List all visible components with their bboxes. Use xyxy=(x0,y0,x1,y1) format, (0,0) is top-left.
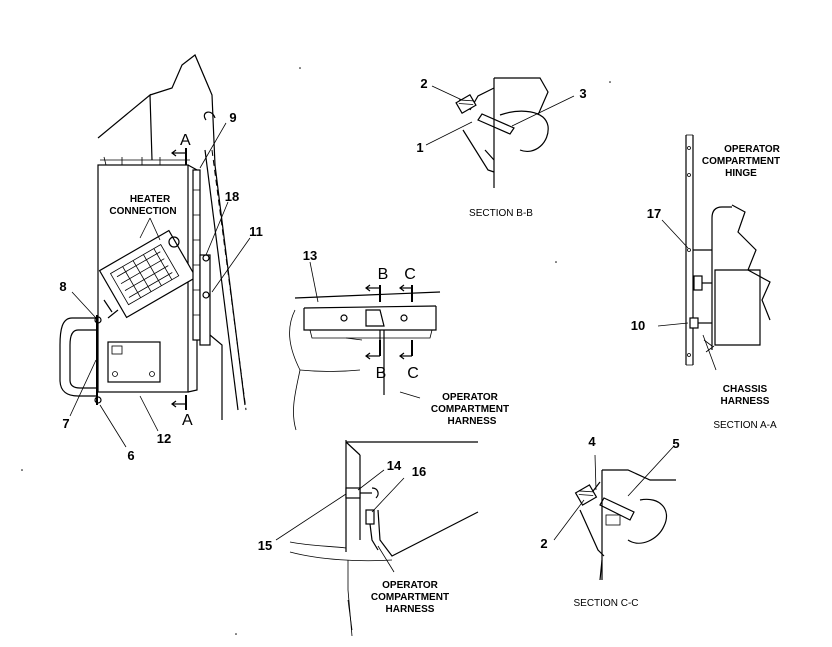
bracket-harness-label-1: OPERATOR xyxy=(442,392,499,403)
lower-harness-label-1: OPERATOR xyxy=(382,580,439,591)
section-a-bottom-marker: A xyxy=(182,412,193,429)
cut-c-bottom: C xyxy=(407,365,419,382)
callout-cc-5: 5 xyxy=(672,436,679,451)
callout-10: 10 xyxy=(631,318,645,333)
heater-connection-label-2: CONNECTION xyxy=(109,206,176,217)
bracket-view: 13 B C B C OPERATOR COMPARTMENT HARNESS xyxy=(289,248,509,431)
callout-8: 8 xyxy=(59,279,66,294)
callout-16: 16 xyxy=(412,464,426,479)
section-cc-title: SECTION C-C xyxy=(574,598,639,609)
callout-15: 15 xyxy=(258,538,272,553)
callout-bb-2: 2 xyxy=(420,76,427,91)
callout-17: 17 xyxy=(647,206,661,221)
section-aa-title: SECTION A-A xyxy=(713,420,777,431)
bracket-harness-label-2: COMPARTMENT xyxy=(431,404,509,415)
callout-12: 12 xyxy=(157,431,171,446)
callout-14: 14 xyxy=(387,458,402,473)
callout-6: 6 xyxy=(127,448,134,463)
callout-7: 7 xyxy=(62,416,69,431)
hinge-label-2: COMPARTMENT xyxy=(702,156,780,167)
chassis-label-1: CHASSIS xyxy=(723,384,768,395)
bracket-harness-label-3: HARNESS xyxy=(448,416,497,427)
callout-bb-3: 3 xyxy=(579,86,586,101)
cut-b-bottom: B xyxy=(376,365,387,382)
callout-cc-4: 4 xyxy=(588,434,596,449)
section-a-top-marker: A xyxy=(180,132,191,149)
section-bb-view: 2 3 1 SECTION B-B xyxy=(416,76,586,219)
hinge-label-3: HINGE xyxy=(725,168,757,179)
lower-harness-label-3: HARNESS xyxy=(386,604,435,615)
scan-specks xyxy=(21,67,611,635)
section-aa-view: OPERATOR COMPARTMENT HINGE 17 10 CHASSIS… xyxy=(631,134,781,431)
callout-bb-1: 1 xyxy=(416,140,423,155)
section-bb-title: SECTION B-B xyxy=(469,208,533,219)
callout-18: 18 xyxy=(225,189,239,204)
callout-11: 11 xyxy=(249,224,263,239)
section-cc-view: 4 5 2 SECTION C-C xyxy=(540,434,679,609)
main-view: HEATER CONNECTION A A 9 18 11 8 7 6 12 xyxy=(59,54,263,463)
callout-cc-2: 2 xyxy=(540,536,547,551)
lower-harness-label-2: COMPARTMENT xyxy=(371,592,449,603)
callout-13: 13 xyxy=(303,248,317,263)
cut-b-top: B xyxy=(378,266,389,283)
hinge-label-1: OPERATOR xyxy=(724,144,781,155)
cut-c-top: C xyxy=(404,266,416,283)
lower-view: 14 16 15 OPERATOR COMPARTMENT HARNESS xyxy=(258,440,479,637)
chassis-label-2: HARNESS xyxy=(721,396,770,407)
callout-9: 9 xyxy=(229,110,236,125)
heater-connection-label-1: HEATER xyxy=(130,194,171,205)
